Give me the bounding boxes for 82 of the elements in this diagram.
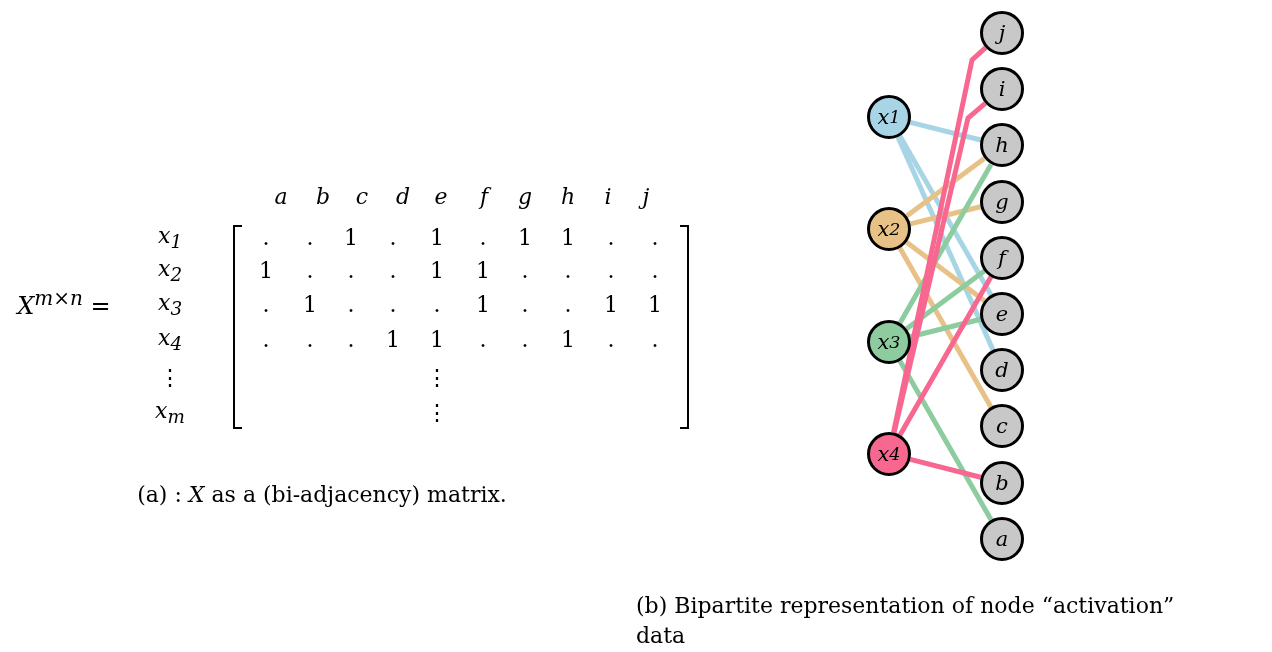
matrix-entry: 1: [648, 294, 662, 316]
graph-node: g: [980, 179, 1024, 224]
connector-line: [897, 359, 994, 521]
vertical-ellipsis: ⋮: [426, 402, 448, 424]
figure-caption: (a) : X as a (bi-adjacency) matrix.: [137, 484, 507, 506]
matrix-entry: 1: [430, 227, 444, 249]
connector-line: [909, 204, 982, 227]
matrix-entry: .: [607, 260, 615, 282]
column-header: h: [560, 186, 576, 208]
graph-node: e: [980, 292, 1024, 336]
graph-node: d: [980, 348, 1024, 393]
matrix-entry: 1: [259, 260, 273, 282]
matrix-entry: 1: [561, 329, 575, 351]
vertical-ellipsis: ⋮: [426, 367, 448, 389]
graph-node: j: [980, 11, 1024, 55]
column-header: e: [434, 186, 448, 208]
matrix-entry: 1: [476, 294, 490, 316]
matrix-entry: .: [651, 329, 659, 351]
matrix-entry: .: [564, 294, 572, 316]
matrix-entry: .: [607, 227, 615, 249]
column-header: i: [604, 186, 612, 208]
vertical-ellipsis: ⋮: [159, 367, 181, 389]
row-label: x$_{4}$: [157, 326, 183, 354]
matrix-entry: .: [564, 260, 572, 282]
connector-line: [897, 246, 994, 409]
connector-line: [905, 240, 986, 303]
row-label: x$_{m}$: [155, 399, 185, 427]
graph-node: c: [980, 404, 1024, 449]
connector-line: [909, 316, 982, 340]
matrix-entry: 1: [430, 329, 444, 351]
matrix-entry: 1: [476, 260, 490, 282]
matrix-entry: 1: [344, 227, 358, 249]
graph-node: h: [980, 123, 1024, 168]
matrix-entry: .: [262, 294, 270, 316]
matrix-entry: .: [521, 294, 529, 316]
matrix-entry: .: [607, 329, 615, 351]
graph-node: i: [980, 67, 1024, 112]
matrix-symbol: X$^{m×n}$ =: [17, 288, 111, 318]
row-label: x$_{1}$: [157, 224, 183, 252]
matrix-entry: .: [479, 329, 487, 351]
connector-line: [897, 163, 994, 325]
connector-line: [897, 134, 994, 297]
column-header: b: [315, 186, 331, 208]
matrix-entry: 1: [303, 294, 317, 316]
matrix-entry: .: [306, 260, 314, 282]
matrix-entry: .: [347, 329, 355, 351]
matrix-entry: 1: [430, 260, 444, 282]
connector-line: [891, 45, 988, 433]
matrix-entry: .: [433, 294, 441, 316]
connector-line: [897, 275, 994, 437]
matrix-entry: .: [479, 227, 487, 249]
matrix-entry: .: [262, 227, 270, 249]
matrix-entry: .: [651, 260, 659, 282]
column-header: d: [395, 186, 411, 208]
row-label: x$_{3}$: [157, 291, 183, 319]
matrix-entry: .: [389, 294, 397, 316]
figure-caption: (b) Bipartite representation of node “activation” data: [636, 592, 1176, 650]
matrix-entry: .: [306, 227, 314, 249]
matrix-entry: .: [389, 260, 397, 282]
column-header: g: [517, 186, 533, 208]
matrix-entry: .: [306, 329, 314, 351]
column-header: c: [355, 186, 369, 208]
connector-line: [905, 156, 986, 218]
connector-line: [909, 119, 982, 143]
column-header: a: [274, 186, 288, 208]
connector-line: [905, 268, 986, 331]
matrix-entry: .: [347, 294, 355, 316]
matrix-entry: 1: [518, 227, 532, 249]
matrix-entry: .: [389, 227, 397, 249]
matrix-entry: .: [521, 260, 529, 282]
matrix-entry: 1: [604, 294, 618, 316]
graph-node: b: [980, 460, 1024, 505]
connector-line: [895, 136, 996, 352]
matrix-entry: 1: [386, 329, 400, 351]
matrix-entry: .: [347, 260, 355, 282]
graph-node: a: [980, 516, 1024, 561]
row-label: x$_{2}$: [157, 257, 183, 285]
matrix-entry: .: [651, 227, 659, 249]
matrix-entry: .: [521, 329, 529, 351]
matrix-entry: 1: [561, 227, 575, 249]
graph-node: f: [980, 235, 1024, 280]
matrix-entry: .: [262, 329, 270, 351]
